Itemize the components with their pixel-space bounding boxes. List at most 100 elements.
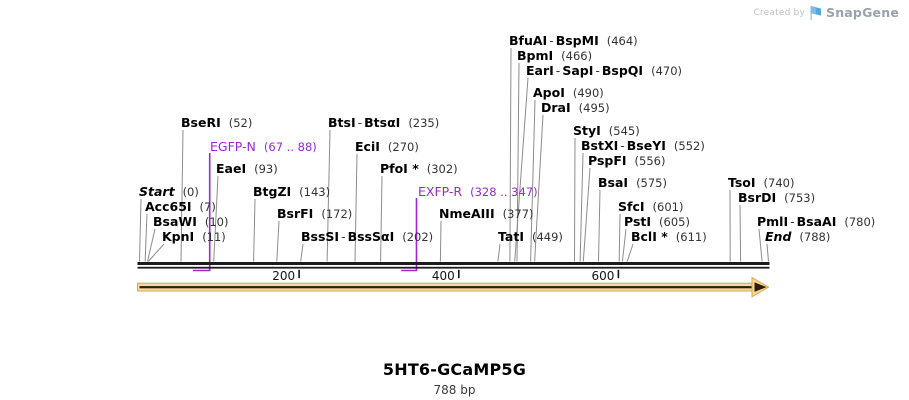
site-label-eaei[interactable]: EaeI(93) (216, 161, 278, 177)
site-label-bseri[interactable]: BseRI(52) (181, 116, 252, 131)
site-position: (740) (763, 176, 795, 190)
site-position: (788) (799, 230, 831, 244)
site-label-bcli[interactable]: BclI * (611) (631, 229, 707, 245)
leader-line-nmeaiii (439, 220, 442, 262)
title-block: 5HT6-GCaMP5G 788 bp (0, 360, 909, 397)
name-separator: - (620, 138, 625, 153)
site-position: (7) (199, 200, 216, 214)
site-label-drai[interactable]: DraI(495) (541, 101, 610, 116)
snapgene-watermark: Created by SnapGene (753, 5, 899, 20)
site-name: EaeI (216, 161, 247, 176)
site-label-tsoi[interactable]: TsoI (740) (728, 175, 795, 191)
site-label-bsawi[interactable]: BsaWI (10) (153, 214, 229, 230)
leader-line-btgzi (253, 198, 256, 262)
site-position: (302) (426, 162, 458, 176)
site-label-pmli-bsaai[interactable]: PmlI-BsaAI(780) (757, 214, 875, 230)
site-label-pfoi[interactable]: PfoI *(302) (380, 162, 458, 177)
leader-line-styi (574, 137, 576, 262)
site-name: BsrDI (738, 190, 777, 205)
primer-name: EXFP-R (418, 184, 463, 199)
site-position: (753) (784, 191, 816, 205)
site-label-end[interactable]: End (788) (765, 229, 831, 245)
ruler-ticks (298, 269, 620, 279)
leader-line-bsrdi (739, 204, 742, 262)
site-name: StyI (573, 123, 601, 138)
site-name: BfuAI-BspMI (509, 33, 599, 48)
site-label-apoi[interactable]: ApoI (490) (533, 85, 604, 101)
leader-line-pfoi (380, 175, 383, 262)
primer-label-exfp-r[interactable]: EXFP-R(328 .. 347) (418, 184, 538, 200)
leader-line-bsawi (147, 228, 156, 262)
leader-line-btsi-bts-i (326, 129, 331, 262)
leader-line-bsrfi (276, 220, 280, 262)
site-position: (270) (387, 140, 419, 154)
site-name: BtgZI (253, 184, 292, 199)
site-label-bsai[interactable]: BsaI(575) (598, 175, 667, 191)
site-name: PmlI-BsaAI (757, 214, 837, 229)
site-label-bsrdi[interactable]: BsrDI (753) (738, 190, 816, 206)
sequence-length: 788 bp (433, 383, 476, 397)
site-name: SfcI (618, 199, 645, 214)
name-separator: - (555, 63, 561, 78)
site-label-eari-sapi-bspqi[interactable]: EarI-SapI-BspQI(470) (526, 63, 682, 79)
site-name: BsaWI (153, 214, 197, 229)
site-label-btgzi[interactable]: BtgZI (143) (253, 184, 331, 200)
site-name: Acc65I (145, 199, 192, 214)
site-label-pspfi[interactable]: PspFI (556) (588, 153, 666, 169)
site-position: (10) (204, 215, 229, 229)
site-name: ApoI (533, 85, 565, 100)
leader-line-bseri (180, 129, 184, 262)
site-label-sfci[interactable]: SfcI(601) (618, 199, 683, 215)
leader-line-drai (534, 114, 544, 262)
primer-bracket-exfp-r[interactable] (401, 198, 418, 272)
primer-label-egfp-n[interactable]: EGFP-N (67 .. 88) (210, 139, 317, 155)
site-position: (556) (634, 154, 666, 168)
site-label-acc65i[interactable]: Acc65I (7) (145, 199, 216, 215)
site-label-bfuai-bspmi[interactable]: BfuAI-BspMI (464) (509, 33, 638, 49)
site-position: (611) (675, 230, 707, 244)
leader-line-ecii (354, 153, 358, 262)
site-position: (464) (606, 34, 638, 48)
name-separator: - (357, 115, 363, 130)
site-position: (552) (673, 139, 705, 153)
name-separator: - (549, 33, 554, 48)
site-name: EciI (355, 139, 380, 154)
site-name: TatI (498, 229, 524, 244)
site-label-ecii[interactable]: EciI (270) (355, 139, 419, 155)
site-label-bsrfi[interactable]: BsrFI(172) (277, 207, 352, 222)
site-label-kpni[interactable]: KpnI(11) (162, 230, 226, 245)
site-name: BsaI (598, 175, 629, 190)
primer-name: EGFP-N (210, 139, 256, 154)
site-name: EarI-SapI-BspQI (526, 63, 644, 78)
site-name: End (765, 229, 792, 244)
site-label-bpmi[interactable]: BpmI(466) (517, 49, 592, 64)
leader-line-bcli (626, 243, 634, 262)
leader-line-pspfi (582, 167, 591, 262)
site-name: PspFI (588, 153, 627, 168)
site-label-styi[interactable]: StyI(545) (573, 123, 640, 139)
primer-brackets[interactable] (193, 153, 418, 272)
site-label-nmeaiii[interactable]: NmeAIII(377) (439, 206, 534, 222)
leader-line-acc65i (144, 213, 148, 262)
leader-line-bsssi-bsss-i (300, 243, 304, 262)
leader-line-start (139, 198, 142, 262)
dna-map-line[interactable] (137, 262, 770, 269)
leader-line-eari-sapi-bspqi (514, 77, 529, 262)
primer-bracket-egfp-n[interactable] (193, 153, 211, 272)
site-position: (202) (402, 230, 434, 244)
site-position: (143) (299, 185, 331, 199)
site-label-psti[interactable]: PstI(605) (624, 215, 690, 230)
primer-range: (67 .. 88) (263, 140, 317, 154)
site-name: BclI * (631, 229, 668, 244)
site-label-btsi-bts-i[interactable]: BtsI-BtsαI(235) (328, 115, 439, 131)
site-label-bstxi-bseyi[interactable]: BstXI-BseYI(552) (581, 138, 705, 154)
orf-arrow[interactable] (137, 276, 770, 298)
site-name: NmeAIII (439, 206, 495, 221)
site-label-bsssi-bsss-i[interactable]: BssSI-BssSαI(202) (301, 230, 434, 245)
site-label-tati[interactable]: TatI(449) (498, 229, 563, 245)
site-name: TsoI (728, 175, 756, 190)
site-label-start[interactable]: Start(0) (139, 185, 199, 200)
leader-line-sfci (618, 213, 621, 262)
site-position: (490) (572, 86, 604, 100)
